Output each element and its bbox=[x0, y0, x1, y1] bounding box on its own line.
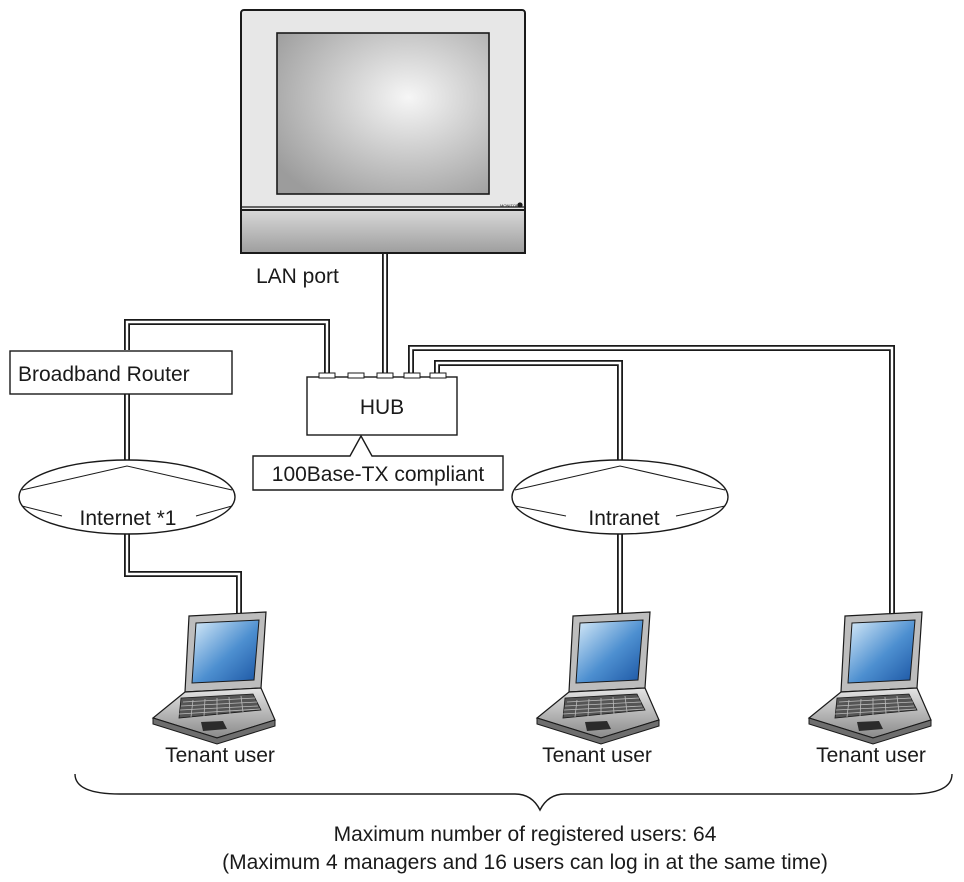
tenant-user-label-3: Tenant user bbox=[816, 744, 926, 767]
laptop-icon bbox=[536, 611, 660, 745]
laptop-icon bbox=[808, 611, 932, 745]
grouping-brace bbox=[74, 773, 953, 812]
intranet-label: Intranet bbox=[588, 507, 659, 530]
internet-cloud: Internet *1 bbox=[18, 459, 236, 535]
lan-port-label: LAN port bbox=[256, 265, 339, 288]
laptop-1 bbox=[152, 611, 276, 745]
tenant-user-label-1: Tenant user bbox=[165, 744, 275, 767]
tenant-user-label-2: Tenant user bbox=[542, 744, 652, 767]
hub-note: 100Base-TX compliant bbox=[272, 463, 485, 486]
router-label: Broadband Router bbox=[18, 363, 190, 386]
monitor: MONITOR bbox=[240, 9, 526, 254]
laptop-icon bbox=[152, 611, 276, 745]
footer-line-2: (Maximum 4 managers and 16 users can log… bbox=[222, 851, 828, 874]
laptop-2 bbox=[536, 611, 660, 745]
footer-line-1: Maximum number of registered users: 64 bbox=[334, 823, 717, 846]
hub-ports bbox=[318, 372, 447, 379]
intranet-cloud: Intranet bbox=[511, 459, 729, 535]
power-icon bbox=[517, 202, 523, 208]
hub: HUB bbox=[306, 372, 458, 436]
router: Broadband Router bbox=[9, 350, 233, 395]
monitor-badge: MONITOR bbox=[500, 203, 519, 208]
hub-label: HUB bbox=[360, 396, 404, 419]
monitor-screen bbox=[276, 32, 490, 195]
laptop-3 bbox=[808, 611, 932, 745]
hub-note-callout: 100Base-TX compliant bbox=[252, 434, 504, 491]
internet-label: Internet *1 bbox=[80, 507, 177, 530]
cables bbox=[124, 253, 895, 615]
